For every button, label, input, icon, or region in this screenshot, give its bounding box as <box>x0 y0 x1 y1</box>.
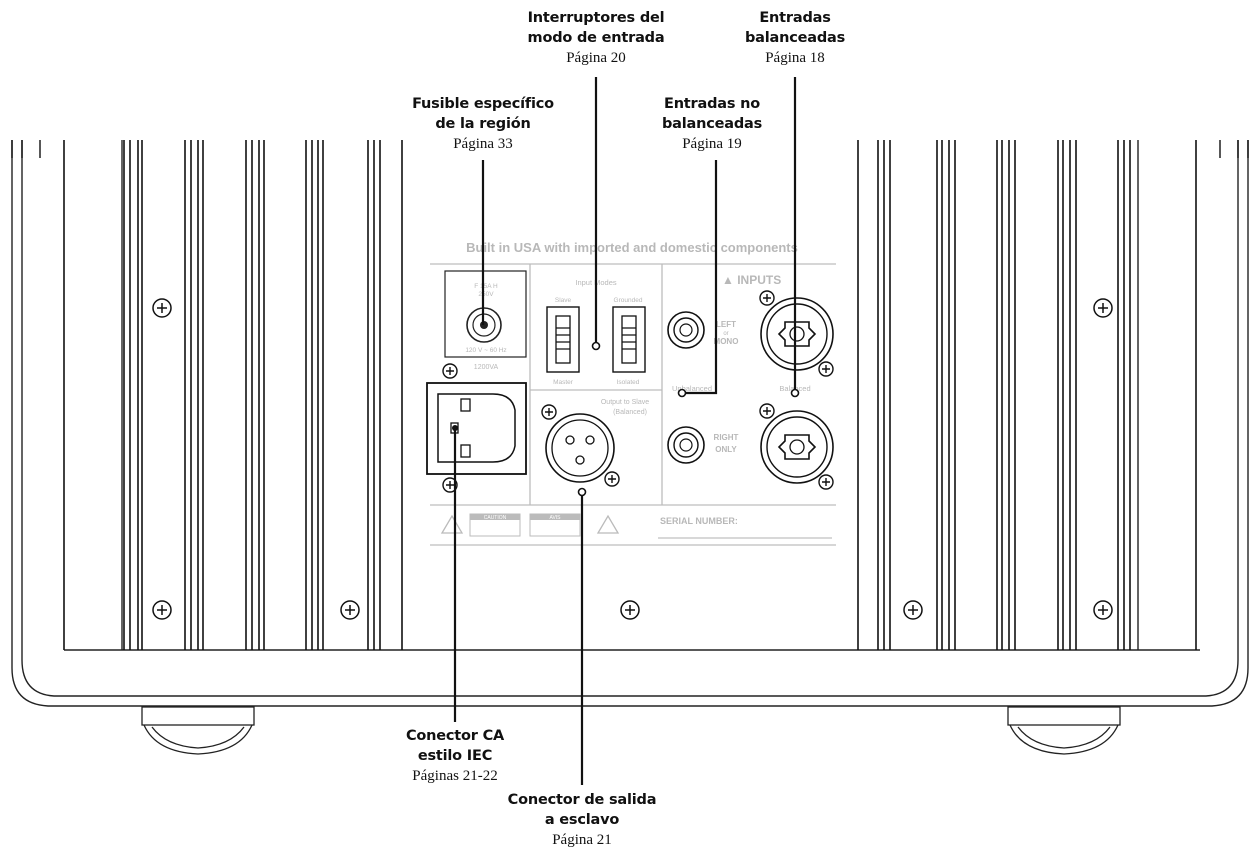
callout-title: modo de entrada <box>527 30 665 46</box>
screw-icon <box>340 600 360 620</box>
screw-icon <box>152 298 172 318</box>
screw-icon <box>759 403 775 419</box>
callout-page: Página 33 <box>453 136 513 152</box>
callout-title: Fusible específico <box>412 96 554 112</box>
callout-balanced-inputs: Entradas balanceadas Página 18 <box>710 8 880 68</box>
callout-unbalanced-inputs: Entradas no balanceadas Página 19 <box>632 94 792 154</box>
screw-icon <box>818 361 834 377</box>
callout-title: Conector de salida <box>507 792 657 808</box>
balanced-combo-jack-right <box>760 410 834 484</box>
svg-text:RIGHT: RIGHT <box>714 433 739 442</box>
leader-dots <box>577 341 800 497</box>
svg-text:SERIAL NUMBER:: SERIAL NUMBER: <box>660 516 738 526</box>
screw-icon <box>152 600 172 620</box>
callout-slave-output: Conector de salida a esclavo Página 21 <box>492 790 672 850</box>
connector-panel: Built in USA with imported and domestic … <box>426 240 836 546</box>
built-in-text: Built in USA with imported and domestic … <box>466 240 798 255</box>
svg-text:1200VA: 1200VA <box>474 364 499 371</box>
svg-text:F 15A H: F 15A H <box>474 283 498 290</box>
svg-text:ONLY: ONLY <box>715 445 737 454</box>
right-heatsink <box>857 140 1197 650</box>
callout-title: Interruptores del <box>527 10 665 26</box>
right-fin-tips <box>1219 140 1249 158</box>
callout-title: a esclavo <box>544 812 620 828</box>
left-foot <box>141 706 255 755</box>
svg-text:Grounded: Grounded <box>614 297 643 304</box>
callout-title: estilo IEC <box>417 748 493 764</box>
callout-title: Entradas <box>759 10 831 26</box>
callout-title: Conector CA <box>405 728 505 744</box>
chassis <box>11 140 1249 707</box>
slave-output-xlr: Output to Slave (Balanced) <box>545 399 649 483</box>
unbalanced-rca-left <box>667 311 705 349</box>
screw-icon <box>759 290 775 306</box>
right-foot <box>1007 706 1121 755</box>
callout-iec-connector: Conector CA estilo IEC Páginas 21-22 <box>380 726 530 786</box>
screw-icon <box>1093 298 1113 318</box>
svg-text:Slave: Slave <box>555 297 572 304</box>
callout-title: balanceadas <box>744 30 846 46</box>
callout-title: balanceadas <box>661 116 763 132</box>
callout-page: Página 21 <box>552 832 612 848</box>
svg-text:AVIS: AVIS <box>549 515 561 521</box>
screw-icon <box>442 363 458 379</box>
callout-title: Entradas no <box>663 96 761 112</box>
screw-icon <box>541 404 557 420</box>
svg-text:Output to Slave: Output to Slave <box>601 399 649 406</box>
svg-text:or: or <box>723 331 728 337</box>
screw-icon <box>1093 600 1113 620</box>
left-heatsink <box>63 140 403 650</box>
iec-ac-connector <box>426 382 527 475</box>
unbalanced-rca-right <box>667 426 705 464</box>
callout-input-mode-switches: Interruptores del modo de entrada Página… <box>496 8 696 68</box>
svg-text:LEFT: LEFT <box>716 320 736 329</box>
balanced-combo-jack-left <box>760 297 834 371</box>
svg-text:Isolated: Isolated <box>617 379 640 386</box>
left-fin-tips <box>11 140 41 158</box>
screw-icon <box>604 471 620 487</box>
screw-icon <box>818 474 834 490</box>
callout-page: Página 19 <box>682 136 742 152</box>
callout-page: Páginas 21-22 <box>412 768 498 784</box>
leader-lines <box>453 77 797 785</box>
callout-page: Página 18 <box>765 50 825 66</box>
fuse-holder: F 15A H 250V 120 V ~ 60 Hz 1200VA <box>444 270 527 371</box>
callout-fuse: Fusible específico de la región Página 3… <box>393 94 573 154</box>
chassis-screws <box>152 298 1113 620</box>
svg-text:Unbalanced: Unbalanced <box>672 384 712 393</box>
callout-title: de la región <box>435 116 531 132</box>
svg-text:Master: Master <box>553 379 574 386</box>
screw-icon <box>620 600 640 620</box>
svg-text:120 V ~ 60 Hz: 120 V ~ 60 Hz <box>465 347 506 354</box>
screw-icon <box>903 600 923 620</box>
svg-text:CAUTION: CAUTION <box>484 515 507 521</box>
warning-strip: CAUTION AVIS SERIAL NUMBER: <box>440 513 832 539</box>
inputs-label: ▲ INPUTS <box>722 273 781 287</box>
svg-text:250V: 250V <box>478 291 494 298</box>
callout-page: Página 20 <box>566 50 626 66</box>
screw-icon <box>442 477 458 493</box>
svg-text:MONO: MONO <box>714 337 739 346</box>
svg-text:(Balanced): (Balanced) <box>613 409 647 416</box>
